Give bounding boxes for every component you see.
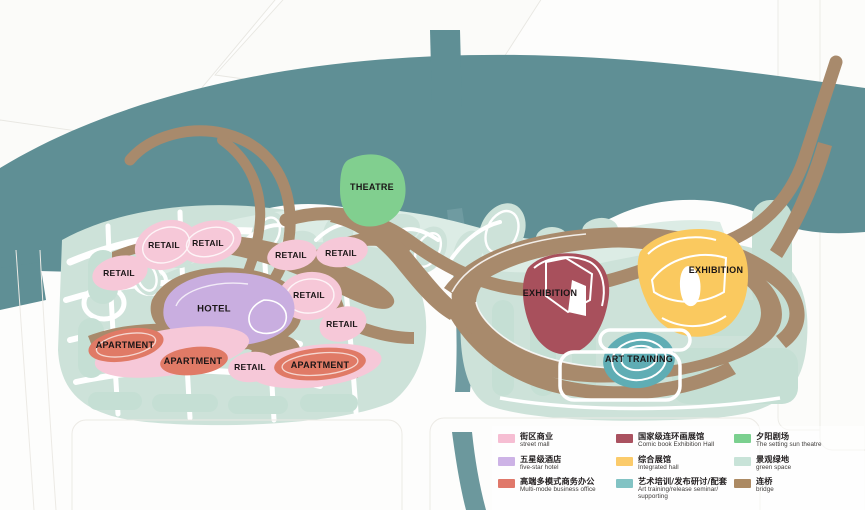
legend-column-1: 街区商业 street mall 五星级酒店 five-star hotel 高… (498, 432, 616, 506)
art-training-building (603, 331, 675, 389)
legend-label-en: Comic book Exhibition Hall (638, 440, 715, 448)
legend-swatch-five-star-hotel (498, 456, 515, 466)
legend-label-en: bridge (756, 486, 774, 494)
legend-swatch-theatre (734, 434, 751, 443)
legend-swatch-comic-exhibition (616, 434, 633, 443)
legend-label-cn: 五星级酒店 (520, 453, 562, 464)
legend-item-bridge[interactable]: 连桥 bridge (734, 477, 852, 494)
apartment-buildings (88, 326, 382, 389)
legend-label-en: Art training/release seminar/ supporting (638, 486, 719, 500)
legend-label-cn: 高端多模式商务办公 (520, 476, 595, 487)
retail-pad-4 (267, 239, 317, 271)
retail-pad-5 (316, 236, 368, 268)
legend-label-cn: 国家级连环画展馆 (638, 431, 705, 441)
legend-item-theatre[interactable]: 夕阳剧场 The setting sun theatre (734, 432, 852, 449)
legend-label-cn: 综合展馆 (638, 453, 672, 464)
retail-pad-3 (178, 220, 242, 264)
legend-item-green-space[interactable]: 景观绿地 green space (734, 453, 852, 472)
legend-item-art-training[interactable]: 艺术培训/发布研讨/配套 Art training/release semina… (616, 477, 734, 500)
legend-swatch-integrated-hall (616, 456, 633, 466)
legend-item-five-star-hotel[interactable]: 五星级酒店 five-star hotel (498, 453, 616, 472)
legend-item-business-office[interactable]: 高端多模式商务办公 Multi-mode business office (498, 477, 616, 494)
legend-plate (492, 426, 864, 510)
legend-swatch-bridge (734, 479, 751, 489)
apartment-block-1 (88, 327, 164, 363)
apartment-block-2 (160, 346, 228, 376)
legend-swatch-art-training (616, 479, 633, 489)
theatre-building-setting-sun (340, 154, 406, 227)
legend-label-en: green space (756, 463, 792, 471)
legend-label-cn: 夕阳剧场 (756, 431, 790, 441)
legend-column-3: 夕阳剧场 The setting sun theatre 景观绿地 green … (734, 432, 852, 506)
legend-item-comic-exhibition[interactable]: 国家级连环画展馆 Comic book Exhibition Hall (616, 432, 734, 449)
legend-swatch-street-mall (498, 434, 515, 443)
apartment-block-3 (274, 347, 366, 381)
legend-label-en: five-star hotel (520, 463, 559, 471)
legend-item-integrated-hall[interactable]: 综合展馆 Integrated hall (616, 453, 734, 472)
map-legend: 街区商业 street mall 五星级酒店 five-star hotel 高… (498, 432, 858, 506)
context-south-blocks (15, 249, 761, 510)
legend-swatch-business-office (498, 479, 515, 489)
legend-label-cn: 景观绿地 (756, 453, 790, 464)
legend-label-en: Integrated hall (638, 463, 679, 471)
legend-label-cn: 艺术培训/发布研讨/配套 (638, 476, 728, 487)
legend-label-en: street mall (520, 440, 550, 448)
legend-label-en: Multi-mode business office (520, 486, 596, 494)
legend-item-street-mall[interactable]: 街区商业 street mall (498, 432, 616, 449)
comic-book-exhibition-hall (522, 253, 610, 355)
legend-label-en: The setting sun theatre (756, 440, 822, 448)
retail-pad-7 (319, 306, 367, 342)
legend-column-2: 国家级连环画展馆 Comic book Exhibition Hall 综合展馆… (616, 432, 734, 506)
legend-label-cn: 街区商业 (520, 431, 554, 441)
retail-pad-1 (92, 255, 148, 291)
integrated-exhibition-hall (637, 228, 748, 337)
southeast-plaza-outlines (499, 328, 781, 411)
legend-label-cn: 连桥 (756, 476, 773, 487)
legend-swatch-green-space (734, 456, 751, 466)
retail-pad-2 (134, 219, 198, 271)
river-canal-west (452, 432, 486, 510)
